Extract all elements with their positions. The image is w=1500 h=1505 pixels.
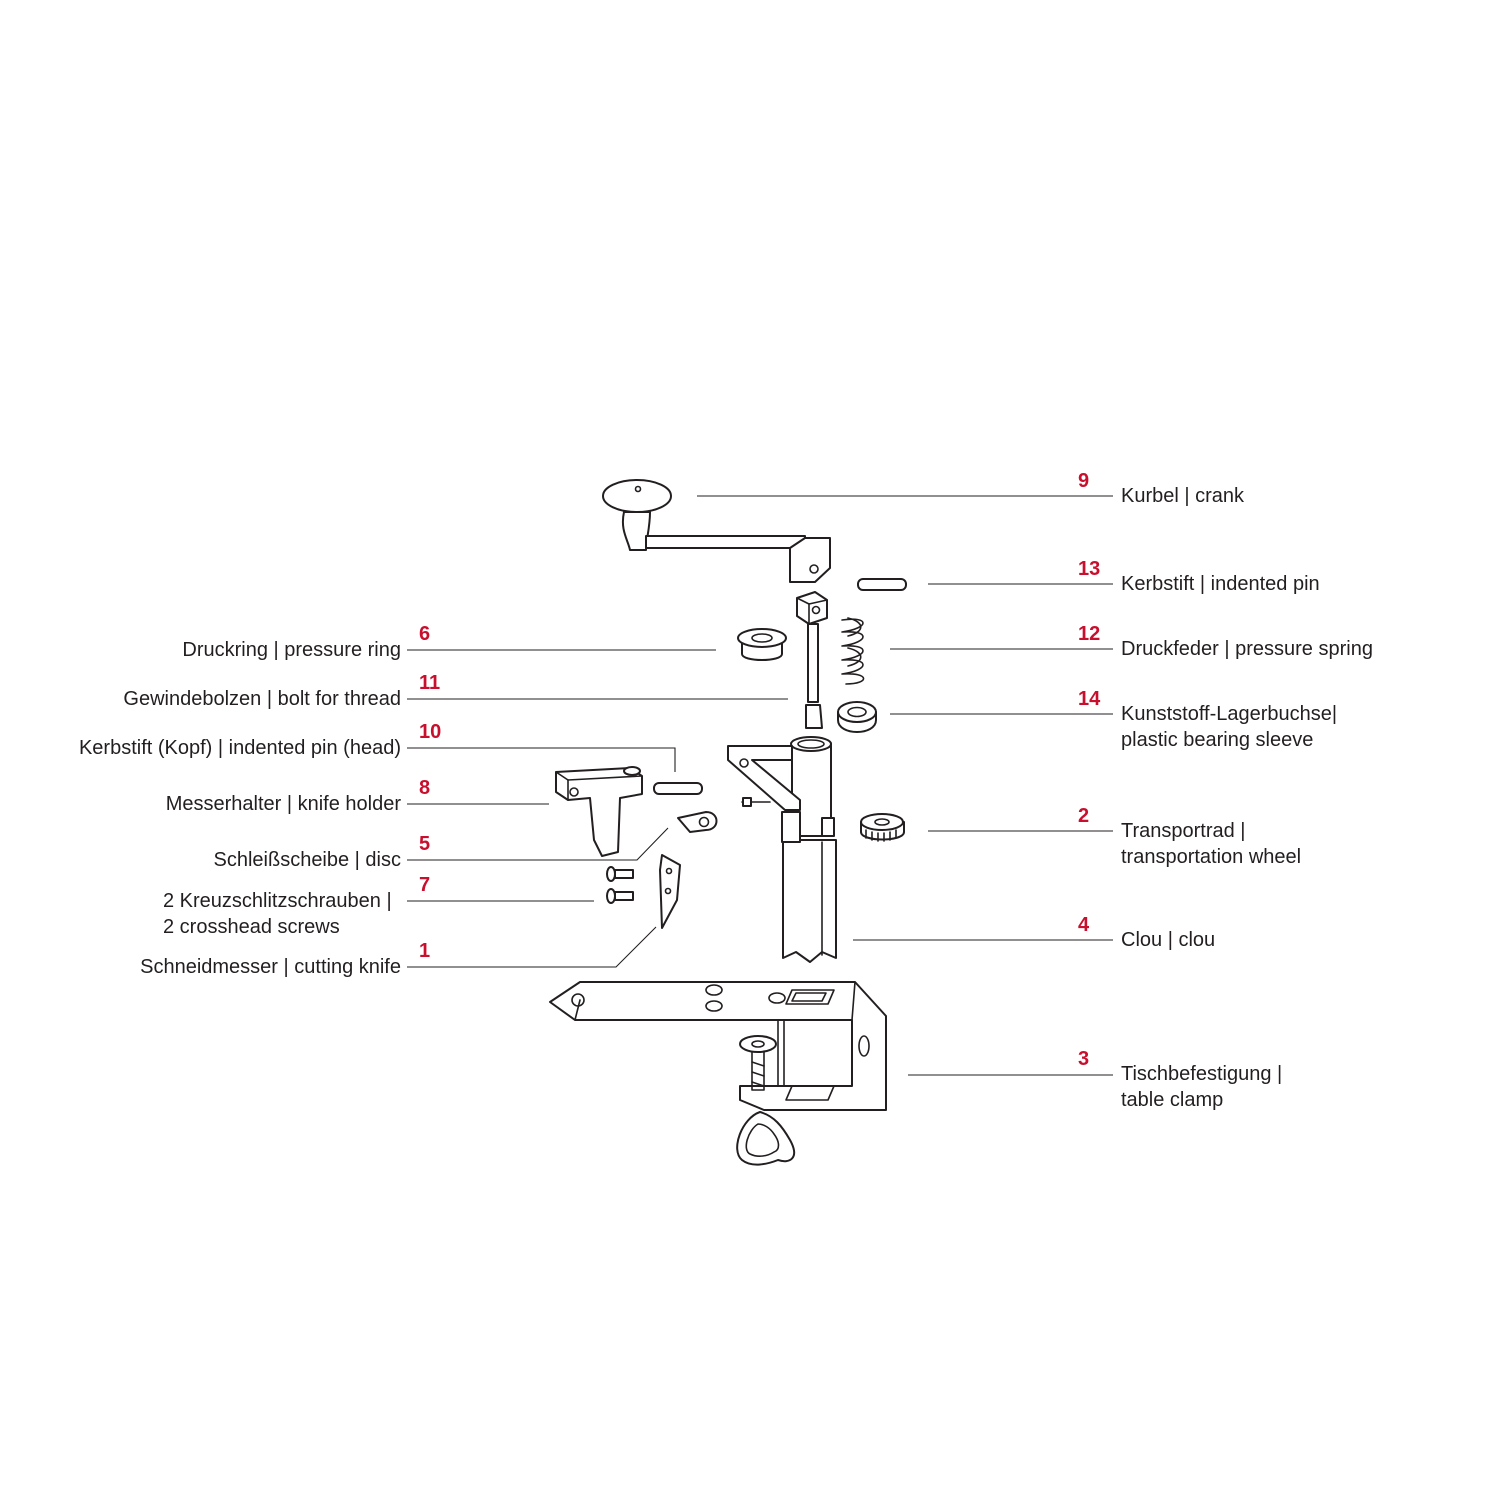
part-label-table-clamp-line2: table clamp [1121, 1089, 1224, 1111]
part-label-indented-pin: Kerbstift | indented pin [1121, 573, 1320, 595]
part-label-pressure-spring: Druckfeder | pressure spring [1121, 638, 1373, 660]
part-label-bearing-sleeve-line1: Kunststoff-Lagerbuchse| [1121, 703, 1338, 725]
leader-lines [407, 495, 1113, 1076]
part-label-screws-line2: 2 crosshead screws [163, 916, 340, 938]
part-label-bearing-sleeve-line2: plastic bearing sleeve [1121, 729, 1314, 751]
crosshead-screws-part [606, 866, 634, 904]
crank-part [602, 479, 831, 583]
bolt-part [796, 591, 828, 729]
transport-wheel-part [860, 813, 905, 842]
cutting-knife-part [659, 854, 681, 929]
part-number-1: 1 [419, 940, 431, 962]
part-number-10: 10 [419, 721, 442, 743]
part-label-bolt: Gewindebolzen | bolt for thread [123, 688, 401, 710]
table-clamp-part [549, 981, 887, 1166]
part-label-disc: Schleißscheibe | disc [213, 849, 402, 871]
disc-part [677, 811, 718, 833]
part-label-transport-wheel-line1: Transportrad | [1121, 820, 1246, 842]
part-label-knife-holder: Messerhalter | knife holder [165, 793, 401, 815]
part-number-9: 9 [1078, 470, 1090, 492]
pressure-spring-part [841, 617, 865, 685]
part-number-12: 12 [1078, 623, 1101, 645]
part-number-4: 4 [1078, 914, 1090, 936]
part-number-8: 8 [419, 777, 431, 799]
leader-line-5 [407, 827, 669, 861]
part-number-2: 2 [1078, 805, 1090, 827]
part-number-3: 3 [1078, 1048, 1090, 1070]
part-number-14: 14 [1078, 688, 1101, 710]
clou-part [727, 736, 837, 963]
part-label-crank: Kurbel | crank [1121, 485, 1245, 507]
leader-line-10 [407, 747, 676, 772]
part-label-cutting-knife: Schneidmesser | cutting knife [140, 956, 401, 978]
knife-holder-part [555, 766, 643, 857]
indented-pin-head-part [653, 782, 703, 795]
pressure-ring-part [737, 628, 787, 661]
leader-line-1 [407, 926, 657, 968]
part-label-transport-wheel-line2: transportation wheel [1121, 846, 1302, 868]
part-number-13: 13 [1078, 558, 1101, 580]
part-label-table-clamp-line1: Tischbefestigung | [1121, 1063, 1283, 1085]
part-label-screws-line1: 2 Kreuzschlitzschrauben | [163, 890, 392, 912]
part-label-indented-pin-head: Kerbstift (Kopf) | indented pin (head) [78, 737, 401, 759]
indented-pin-part [857, 578, 907, 591]
part-number-11: 11 [419, 672, 441, 694]
bearing-sleeve-part [837, 701, 877, 733]
part-label-pressure-ring: Druckring | pressure ring [182, 639, 401, 661]
part-number-7: 7 [419, 874, 431, 896]
part-number-5: 5 [419, 833, 431, 855]
part-number-6: 6 [419, 623, 431, 645]
part-label-clou: Clou | clou [1121, 929, 1216, 951]
